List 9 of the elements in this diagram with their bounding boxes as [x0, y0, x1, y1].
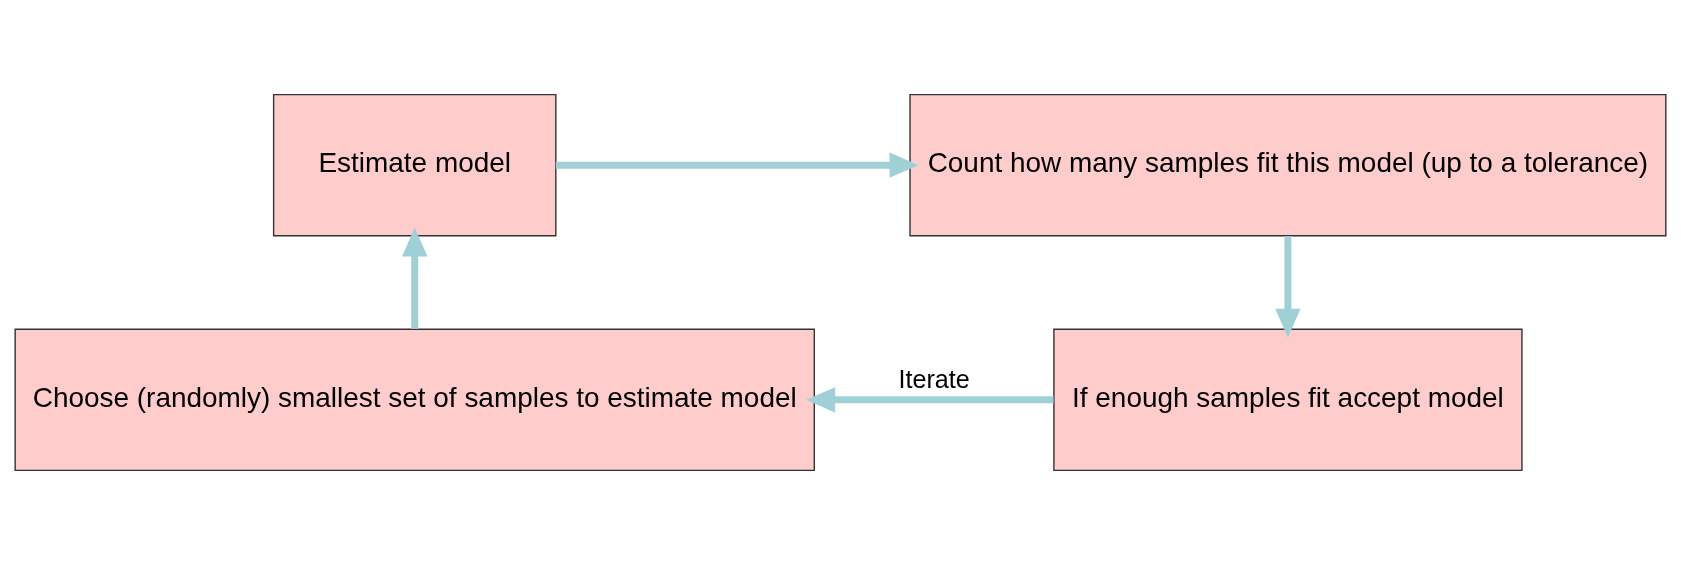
arrow: [1275, 235, 1301, 338]
node-box: Count how many samples fit this model (up to a tolerance): [909, 93, 1667, 236]
arrow: [555, 151, 919, 178]
node-box: Choose (randomly) smallest set of samples to estimate model: [14, 328, 815, 471]
node-box: If enough samples fit accept model: [1053, 328, 1523, 471]
arrow: [806, 386, 1054, 413]
node-box: Estimate model: [272, 93, 557, 236]
edge-label: Iterate: [898, 364, 970, 393]
arrow: [402, 226, 428, 329]
